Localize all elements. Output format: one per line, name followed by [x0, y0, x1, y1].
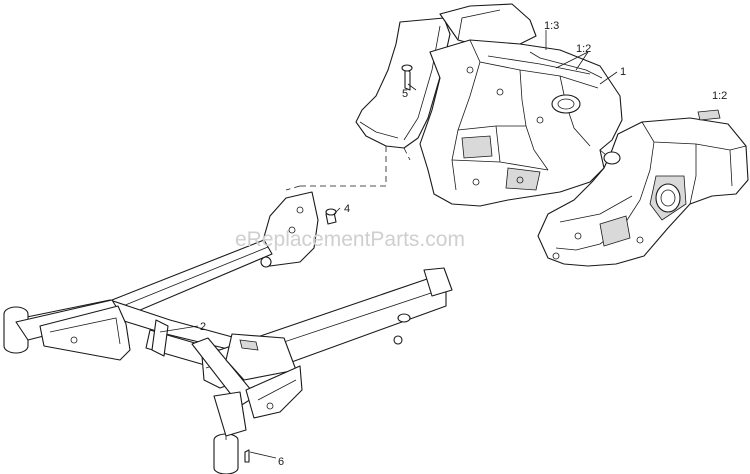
callout-1-2-a: 1:2	[576, 43, 591, 55]
hardware	[244, 64, 413, 463]
callout-6: 6	[278, 456, 284, 468]
watermark: eReplacementParts.com	[235, 228, 465, 251]
alignment-lines	[285, 146, 411, 191]
callout-2: 2	[200, 321, 206, 333]
callout-1-2-b: 1:2	[712, 90, 727, 102]
leader-lines	[159, 30, 618, 459]
callout-4: 4	[344, 203, 350, 215]
lower-frame	[3, 191, 453, 474]
bolt-6	[244, 449, 250, 463]
callout-5: 5	[402, 88, 408, 100]
callout-1-3: 1:3	[544, 20, 559, 32]
main-frame-assembly	[355, 3, 749, 267]
callout-1: 1	[620, 66, 626, 78]
